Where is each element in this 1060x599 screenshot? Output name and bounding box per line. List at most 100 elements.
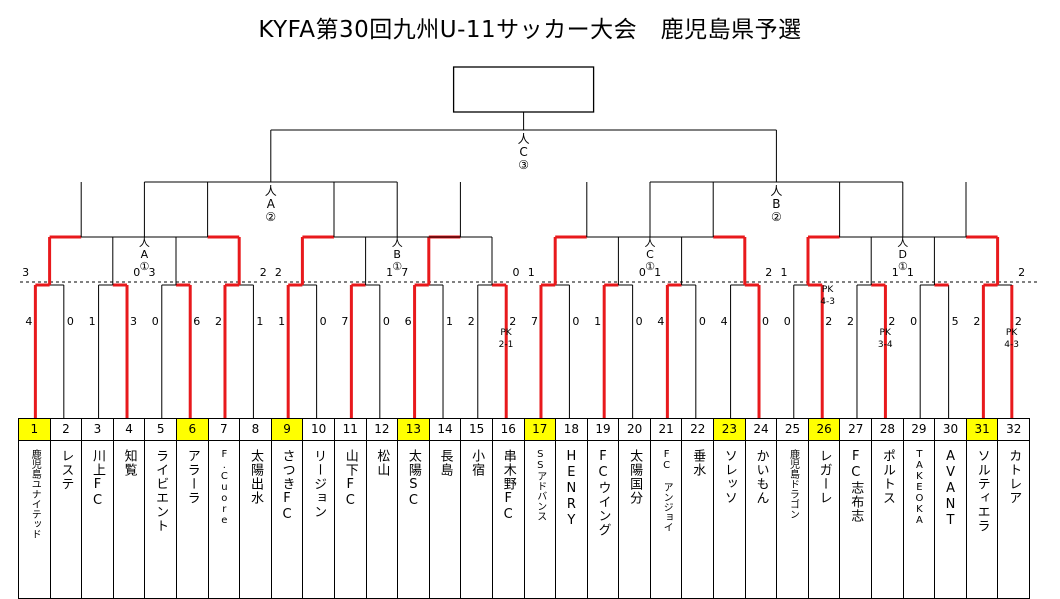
team-number: 9 (270, 418, 304, 441)
team-number: 30 (934, 418, 967, 441)
team-name: 川上FC (89, 449, 105, 509)
match-label: ① (898, 260, 908, 273)
team-name: さつきFC (279, 449, 295, 523)
score-label: 0 (513, 266, 520, 279)
score-label: 4 (721, 315, 728, 328)
team-number: 20 (618, 418, 651, 441)
score-label: 7 (531, 315, 538, 328)
team-number: 7 (207, 418, 241, 441)
team-name: AVANT (943, 449, 959, 529)
score-label: 2 (825, 315, 832, 328)
team-number: 10 (302, 418, 335, 441)
score-label: 7 (341, 315, 348, 328)
team-name: アラーラ (184, 449, 200, 505)
match-label: ① (645, 260, 655, 273)
pk-label: PK (500, 328, 512, 338)
score-label: 0 (152, 315, 159, 328)
team-number: 27 (839, 418, 873, 441)
match-label: B (393, 248, 401, 261)
team-number: 13 (397, 418, 430, 441)
score-label: 4 (25, 315, 32, 328)
score-label: 0 (910, 315, 917, 328)
score-label: 2 (215, 315, 222, 328)
team-name: 山下FC (342, 449, 358, 509)
score-label: 1 (892, 266, 899, 279)
match-label: 人 (392, 236, 403, 249)
team-name-cell: 太陽出水 (239, 440, 272, 599)
champion-box (452, 66, 595, 113)
team-number: 12 (365, 418, 399, 441)
team-name-cell: かいもん (744, 440, 778, 599)
team-number: 22 (681, 418, 715, 441)
score-label: 0 (320, 315, 327, 328)
team-name: カトレア (1006, 449, 1022, 505)
score-label: 3 (130, 315, 137, 328)
team-name: かいもん (753, 449, 769, 505)
pk-label: PK (1006, 328, 1018, 338)
team-number: 2 (49, 418, 83, 441)
score-label: 2 (1015, 315, 1022, 328)
match-label: D (899, 248, 907, 261)
team-number: 3 (81, 418, 114, 441)
team-name: 太陽出水 (247, 449, 263, 505)
team-name-cell: 川上FC (81, 440, 114, 599)
team-name: ソルティエラ (974, 449, 990, 533)
team-name-cell: ソレッソ (713, 440, 746, 599)
team-name-cell: 小宿 (460, 440, 493, 599)
score-label: 0 (67, 315, 74, 328)
score-label: 2 (1018, 266, 1025, 279)
match-label: B (772, 197, 780, 211)
team-name-cell: アラーラ (175, 440, 209, 599)
team-number: 1 (18, 418, 51, 441)
team-number: 5 (144, 418, 177, 441)
team-name-cell: TAKEOKA (902, 440, 936, 599)
team-name-cell: カトレア (997, 440, 1030, 599)
team-name: ソレッソ (721, 449, 737, 505)
score-label: 1 (594, 315, 601, 328)
team-name: HENRY (563, 449, 579, 529)
team-number: 23 (713, 418, 746, 441)
match-label: ② (265, 210, 276, 224)
team-name: レステ (58, 449, 74, 491)
team-number: 26 (807, 418, 841, 441)
team-name: 垂水 (690, 449, 706, 477)
team-name-cell: レガーレ (807, 440, 841, 599)
team-number: 15 (460, 418, 493, 441)
match-label: ① (392, 260, 402, 273)
score-label: 6 (193, 315, 200, 328)
team-name-cell: レステ (49, 440, 83, 599)
team-name: 串木野FC (500, 449, 516, 523)
team-name-cell: AVANT (934, 440, 967, 599)
team-number: 16 (491, 418, 525, 441)
score-label: 1 (654, 266, 661, 279)
pk-score: 2-1 (499, 340, 514, 350)
team-number: 31 (965, 418, 999, 441)
score-label: 0 (383, 315, 390, 328)
match-label: 人 (265, 184, 277, 198)
team-number: 6 (175, 418, 209, 441)
score-label: 3 (22, 266, 29, 279)
match-label: 人 (770, 184, 782, 198)
team-name-cell: 長島 (428, 440, 462, 599)
team-name-cell: ソルティエラ (965, 440, 999, 599)
team-name-cell: 串木野FC (491, 440, 525, 599)
team-name-cell: リージョン (302, 440, 335, 599)
score-label: 1 (528, 266, 535, 279)
team-number: 19 (586, 418, 620, 441)
team-number: 17 (523, 418, 557, 441)
team-name: SSアドバンス (534, 449, 546, 521)
score-label: 0 (762, 315, 769, 328)
team-name: リージョン (311, 449, 327, 519)
score-label: 2 (468, 315, 475, 328)
match-label: 人 (645, 236, 656, 249)
score-label: 1 (386, 266, 393, 279)
pk-label: PK (822, 285, 834, 295)
pk-score: 4-3 (1004, 340, 1019, 350)
team-number: 21 (649, 418, 683, 441)
score-label: 4 (657, 315, 664, 328)
score-label: 0 (636, 315, 643, 328)
